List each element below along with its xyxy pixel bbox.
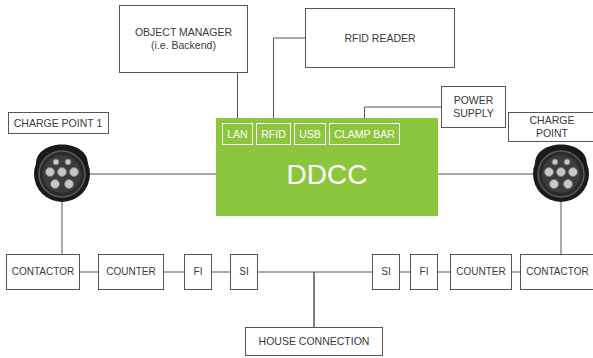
component-box: CONTACTOR xyxy=(6,254,80,290)
component-box: SI xyxy=(372,254,400,290)
wire xyxy=(90,174,216,175)
node-text: CLAMP BAR xyxy=(334,128,395,141)
node-text: CHARGE POINT xyxy=(513,114,591,139)
connector-line xyxy=(212,272,230,273)
connector-line xyxy=(237,73,238,123)
node-text: COUNTER xyxy=(106,266,155,278)
node-text: CONTACTOR xyxy=(526,266,588,278)
connector-line xyxy=(314,272,372,327)
power-box: POWER SUPPLY xyxy=(441,86,506,128)
connector-line xyxy=(80,272,98,273)
node-text: USB xyxy=(299,128,321,141)
component-box: SI xyxy=(230,254,258,290)
port-box: USB xyxy=(294,123,326,145)
house-box: HOUSE CONNECTION xyxy=(245,327,383,356)
controller-box: DDCC LAN RFID USB CLAMP BAR xyxy=(216,118,438,216)
component-box: COUNTER xyxy=(450,254,512,290)
component-box: FI xyxy=(184,254,212,290)
connector-line xyxy=(512,272,520,273)
charge-socket-icon xyxy=(533,145,589,203)
connector-line xyxy=(164,272,184,273)
reader-box: RFID READER xyxy=(305,8,455,68)
component-box: CONTACTOR xyxy=(520,254,593,290)
node-text: FI xyxy=(194,266,203,278)
port-box: RFID xyxy=(256,123,291,145)
connector-line xyxy=(258,272,314,327)
node-text: CHARGE POINT 1 xyxy=(14,117,103,130)
charge-point-label: CHARGE POINT xyxy=(508,112,593,142)
charge-socket-icon xyxy=(34,145,90,203)
connector-line xyxy=(274,38,306,123)
backend-box: OBJECT MANAGER (i.e. Backend) xyxy=(119,5,248,73)
wire xyxy=(62,202,63,254)
component-box: FI xyxy=(410,254,438,290)
charge-point-label: CHARGE POINT 1 xyxy=(8,112,109,134)
node-text: FI xyxy=(420,266,429,278)
wire xyxy=(561,202,562,254)
node-text: DDCC xyxy=(287,158,368,192)
connector-line xyxy=(438,272,450,273)
port-box: CLAMP BAR xyxy=(329,123,400,145)
connector-line xyxy=(400,272,410,273)
port-box: LAN xyxy=(222,123,253,145)
node-text: COUNTER xyxy=(456,266,505,278)
node-text: CONTACTOR xyxy=(12,266,74,278)
wire xyxy=(438,174,533,175)
node-text: RFID xyxy=(261,128,286,141)
node-text: HOUSE CONNECTION xyxy=(259,335,370,348)
node-text: POWER SUPPLY xyxy=(446,94,501,119)
node-text: LAN xyxy=(227,128,247,141)
node-text: OBJECT MANAGER (i.e. Backend) xyxy=(130,26,237,51)
node-text: SI xyxy=(239,266,248,278)
node-text: SI xyxy=(381,266,390,278)
component-box: COUNTER xyxy=(98,254,164,290)
node-text: RFID READER xyxy=(344,32,415,45)
